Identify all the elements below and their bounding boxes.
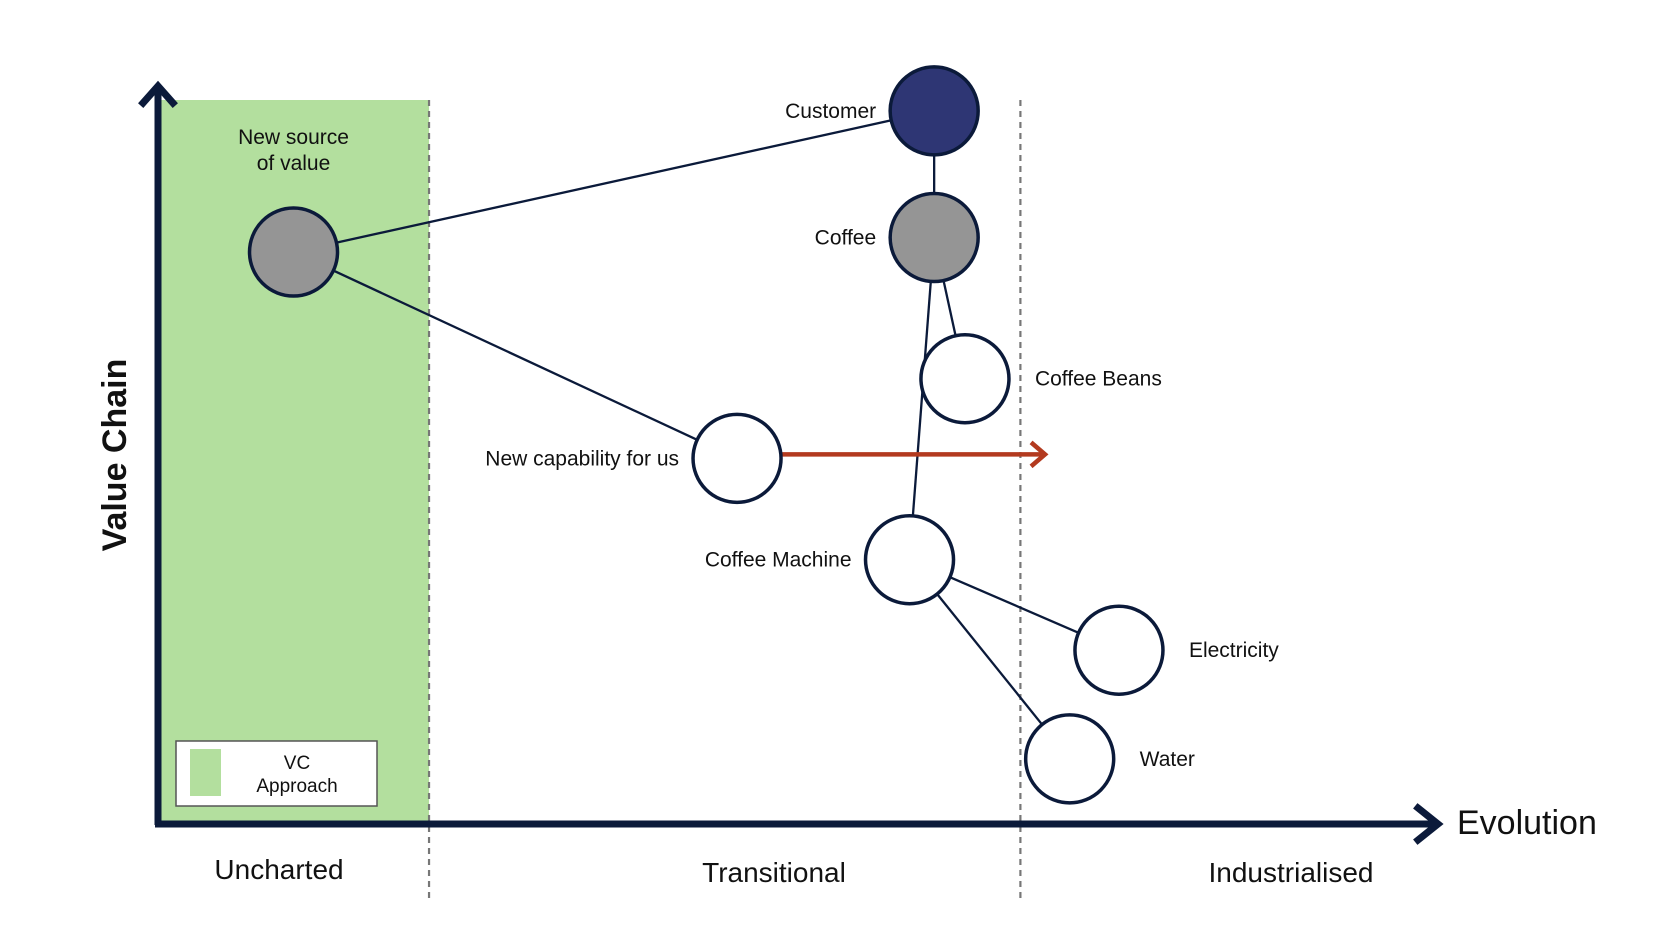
link-coffee-to-coffee-machine [911,281,932,516]
link-new-source-of-value-to-customer [336,119,892,244]
legend: VC Approach [175,740,378,807]
link-new-source-of-value-to-new-capability [332,269,698,441]
node-new-source-of-value[interactable] [247,206,340,298]
axes-layer [138,80,1444,845]
link-coffee-machine-to-electricity [949,576,1080,634]
stage-label-uncharted: Uncharted [214,854,343,885]
node-label-coffee: Coffee [815,227,877,250]
node-coffee-beans[interactable] [919,332,1011,425]
link-coffee-machine-to-water [936,593,1043,726]
node-coffee-machine[interactable] [863,513,956,606]
links-layer [332,119,1080,726]
node-water[interactable] [1023,713,1116,805]
node-label-new-source-of-value: of value [257,152,331,175]
node-electricity[interactable] [1073,604,1165,696]
node-label-coffee-machine: Coffee Machine [705,549,852,572]
node-new-capability[interactable] [691,412,783,505]
stage-label-transitional: Transitional [702,857,846,888]
text-layer: Value Chain Evolution Uncharted Transiti… [96,100,1597,888]
node-label-water: Water [1140,748,1195,771]
x-axis-arrowhead-icon [1413,803,1444,845]
stage-label-industrialised: Industrialised [1209,857,1374,888]
node-label-customer: Customer [785,100,876,123]
y-axis-title: Value Chain [96,359,134,552]
node-customer[interactable] [888,65,980,157]
node-label-new-source-of-value: New source [238,126,349,149]
node-label-coffee-beans: Coffee Beans [1035,368,1162,391]
link-coffee-to-coffee-beans [942,280,957,336]
nodes-layer [247,65,1165,805]
x-axis-title: Evolution [1457,804,1597,842]
node-label-electricity: Electricity [1189,639,1279,662]
legend-swatch [190,749,221,796]
y-axis-arrowhead-icon [138,80,178,108]
movement-arrowhead-icon [1029,440,1049,469]
node-coffee[interactable] [888,191,980,284]
legend-label-line2: Approach [256,776,337,797]
legend-label-line1: VC [284,753,310,774]
node-label-new-capability: New capability for us [485,447,679,470]
